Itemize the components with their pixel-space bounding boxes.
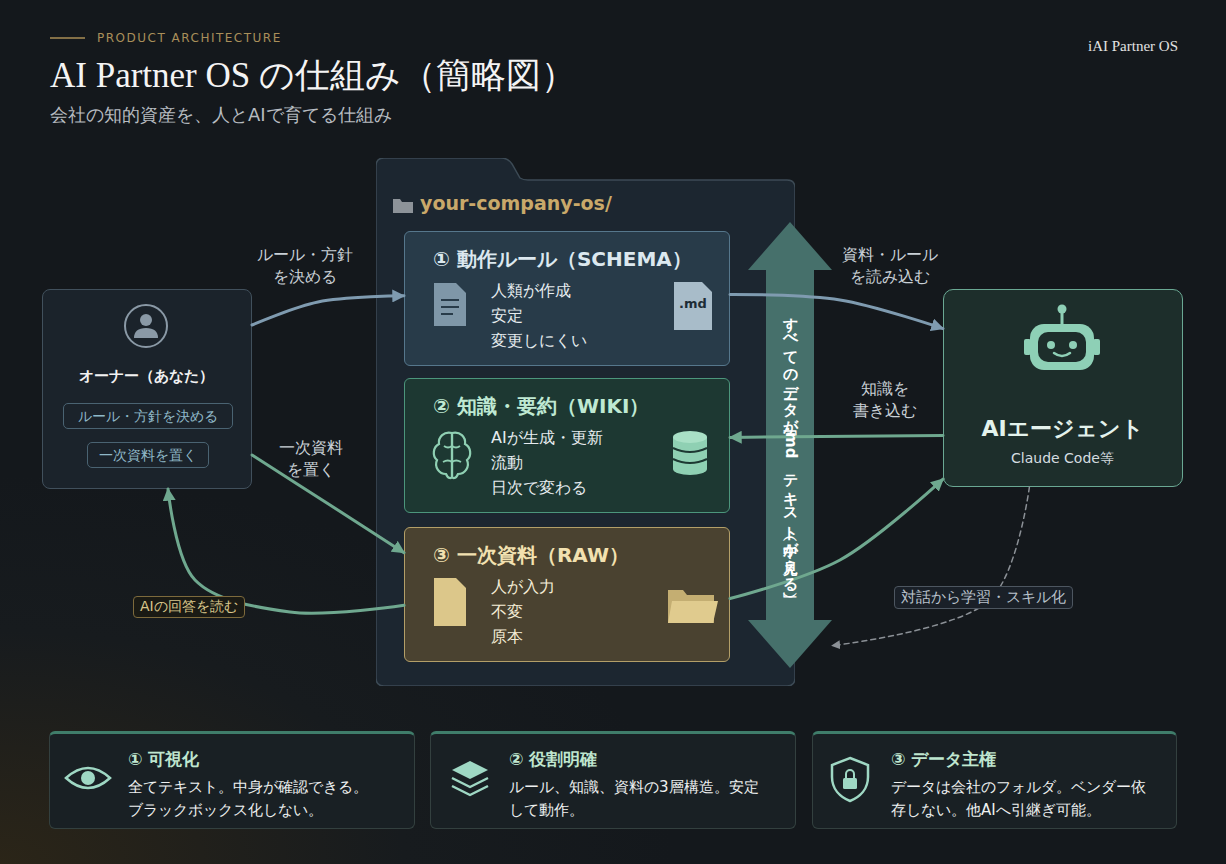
shield-icon [832, 758, 868, 801]
robot-ear [1024, 339, 1031, 355]
brain-icon-right [452, 433, 470, 478]
feature-title: ③ データ主権 [891, 748, 996, 771]
band-label: すべてのデータが「.md テキスト（中が見える）」 [781, 307, 800, 582]
flow-arrow [168, 489, 404, 613]
robot-ear [1093, 339, 1100, 355]
layer-description: 人が入力 不変 原本 [491, 574, 557, 649]
edge-label: 知識を 書き込む [851, 378, 919, 422]
brain-icon-left [434, 433, 452, 478]
layer-title: ③ 一次資料（RAW） [433, 542, 629, 569]
brain-icon-folds [443, 446, 461, 462]
feature-title: ① 可視化 [128, 748, 199, 771]
diagram-caption: 会社の知的資産を、人とAIで育てる仕組み [50, 103, 392, 127]
database-icon [673, 437, 707, 469]
edge-label: 資料・ルール を読み込む [840, 244, 940, 288]
layers-icon-lower [452, 778, 488, 795]
lock-icon [843, 778, 857, 789]
flow-arrow [252, 296, 404, 325]
flow-arrow [730, 479, 943, 598]
robot-eye [1069, 341, 1077, 349]
layer-box: ① 動作ルール（SCHEMA） 人類が作成 安定 変更しにくい .md [404, 231, 730, 366]
agent-title: AIエージェント [944, 414, 1181, 444]
agent-subtitle: Claude Code等 [944, 450, 1181, 468]
eye-icon [66, 768, 110, 788]
document-icon [434, 578, 466, 626]
edge-label: AIの回答を読む [133, 596, 245, 618]
database-icon-top [673, 431, 707, 443]
layer-description: 人類が作成 安定 変更しにくい [491, 278, 595, 353]
feature-card: ② 役割明確ルール、知識、資料の3層構造。安定 して動作。 [430, 731, 796, 829]
role-pill: ルール・方針を決める [63, 403, 233, 429]
agent-box: AIエージェント Claude Code等 [943, 289, 1183, 487]
feature-description: データは会社のフォルダ。ベンダー依 存しない。他AIへ引継ぎ可能。 [891, 776, 1149, 822]
double-arrow-band-shape [748, 222, 832, 668]
robot-eye [1047, 341, 1055, 349]
feature-card: ① 可視化全てテキスト。中身が確認できる。 ブラックボックス化しない。 [49, 731, 415, 829]
eye-icon-pupil [81, 771, 95, 785]
feature-card: ③ データ主権データは会社のフォルダ。ベンダー依 存しない。他AIへ引継ぎ可能。 [812, 731, 1177, 829]
folder-icon [393, 199, 413, 213]
robot-face [1038, 332, 1086, 362]
feature-title: ② 役割明確 [509, 748, 597, 771]
accent-rule [50, 37, 85, 39]
person-icon-ring [125, 305, 167, 347]
role-pill: 一次資料を置く [87, 442, 209, 468]
robot-smile [1054, 353, 1070, 356]
person-icon-head [140, 314, 152, 326]
brand-mark: iAI Partner OS [1088, 38, 1178, 55]
flow-arrow [730, 436, 943, 438]
section-eyebrow: PRODUCT ARCHITECTURE [97, 31, 282, 45]
document-lines [441, 300, 459, 314]
edge-label: 対話から学習・スキル化 [894, 586, 1073, 609]
double-arrow-band: すべてのデータが「.md テキスト（中が見える）」 [748, 222, 832, 668]
pill-label: 一次資料を置く [88, 443, 208, 467]
database-icon-lines [673, 448, 707, 463]
folder-container: your-company-os/① 動作ルール（SCHEMA） 人類が作成 安定 … [376, 158, 795, 686]
feature-description: ルール、知識、資料の3層構造。安定 して動作。 [509, 776, 767, 822]
document-icon [434, 283, 466, 326]
folder-name: your-company-os/ [420, 192, 612, 214]
robot-antenna-tip [1058, 305, 1067, 314]
database-icon-bottom [673, 463, 707, 475]
owner-box: オーナー（あなた） ルール・方針を決める一次資料を置く [42, 289, 252, 489]
robot-head [1030, 324, 1094, 370]
folder-container-shape [376, 158, 795, 686]
dashed-connector [832, 487, 1029, 646]
diagram-title: AI Partner OS の仕組み（簡略図） [50, 52, 576, 99]
layer-description: AIが生成・更新 流動 日次で変わる [491, 425, 613, 500]
edge-label: ルール・方針 を決める [255, 244, 355, 288]
robot-antenna [1061, 312, 1064, 324]
folder-icon-front [668, 601, 718, 623]
layer-box: ③ 一次資料（RAW） 人が入力 不変 原本 [404, 527, 730, 662]
md-file-icon [674, 282, 712, 330]
edge-label: 一次資料 を置く [276, 437, 346, 481]
layer-box: ② 知識・要約（WIKI） AIが生成・更新 流動 日次で変わる [404, 378, 730, 513]
pill-label: ルール・方針を決める [64, 404, 232, 428]
layer-title: ② 知識・要約（WIKI） [433, 393, 649, 420]
file-extension: .md [673, 296, 713, 311]
layer-title: ① 動作ルール（SCHEMA） [433, 246, 692, 273]
layers-icon [452, 761, 488, 779]
lock-icon-shackle [846, 770, 854, 778]
folder-icon-back [668, 590, 714, 623]
owner-label: オーナー（あなた） [43, 367, 250, 386]
flow-arrow [730, 294, 943, 328]
feature-description: 全てテキスト。中身が確認できる。 ブラックボックス化しない。 [128, 776, 386, 822]
person-icon-body [134, 328, 158, 338]
